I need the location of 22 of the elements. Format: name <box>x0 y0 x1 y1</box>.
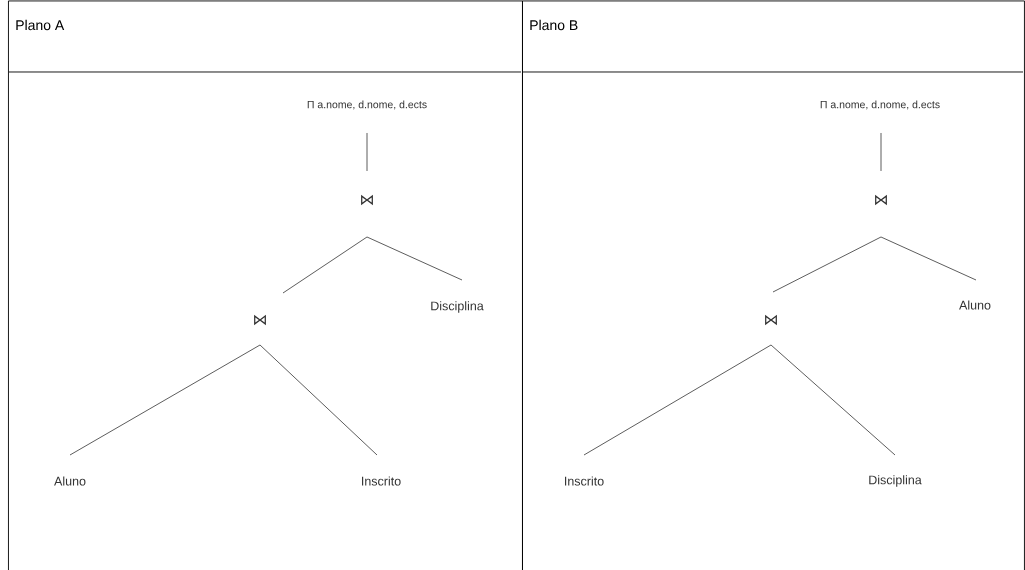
relation-label: Inscrito <box>362 476 401 486</box>
relation-label: Inscrito <box>565 476 604 486</box>
tree-edge <box>880 132 882 172</box>
tree-edge <box>366 236 463 281</box>
join-symbol: ⋈ <box>875 194 887 206</box>
projection-label: Π a.nome, d.nome, d.ects <box>820 100 940 110</box>
join-symbol: ⋈ <box>765 314 777 326</box>
tree-edge <box>366 132 368 172</box>
tree-edge <box>583 344 772 456</box>
tree-edge <box>69 344 261 456</box>
join-symbol: ⋈ <box>361 194 373 206</box>
relation-label: Aluno <box>54 476 86 486</box>
join-symbol: ⋈ <box>254 314 266 326</box>
tree-edge <box>282 236 368 294</box>
tree-edge <box>880 236 977 281</box>
relation-label: Aluno <box>959 300 991 310</box>
relation-label: Disciplina <box>431 301 484 313</box>
tree-edge <box>772 236 882 293</box>
projection-label: Π a.nome, d.nome, d.ects <box>307 100 427 110</box>
tree-edge <box>259 344 378 456</box>
relation-label: Disciplina <box>869 475 922 487</box>
tree-edge <box>770 344 896 456</box>
